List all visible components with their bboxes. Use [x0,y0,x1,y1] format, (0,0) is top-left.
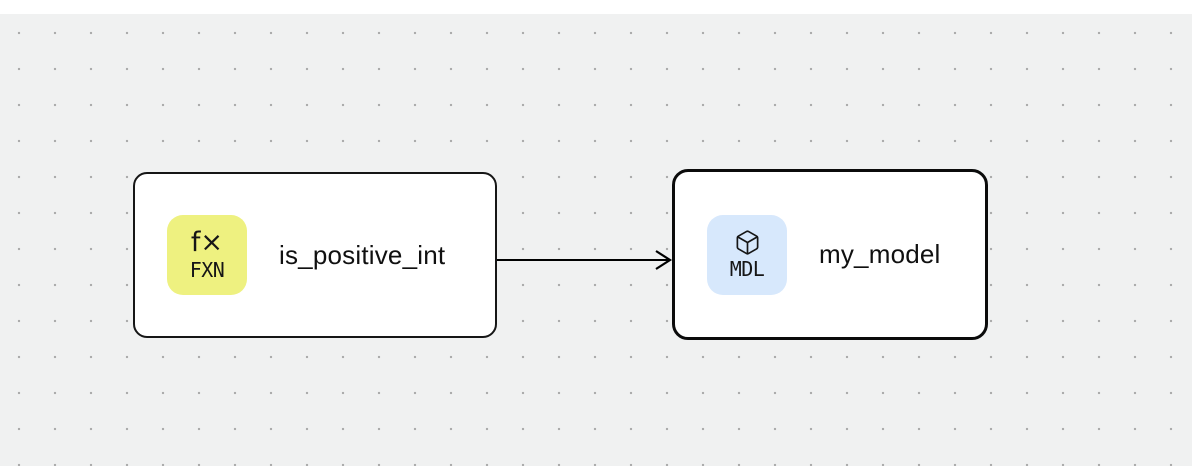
cube-icon [736,230,758,255]
badge-kind-label: MDL [729,257,765,281]
node-my-model[interactable]: MDL my_model [672,169,988,340]
edge-arrow[interactable] [492,244,678,276]
graph-canvas[interactable]: f× FXN is_positive_int MDL my_model [0,14,1192,466]
function-icon: f× [190,226,224,258]
node-label: is_positive_int [279,239,446,270]
node-is-positive-int[interactable]: f× FXN is_positive_int [133,172,497,338]
badge-kind-label: FXN [189,258,225,283]
node-label: my_model [819,239,941,269]
model-badge: MDL [707,214,787,295]
function-badge: f× FXN [167,215,247,295]
